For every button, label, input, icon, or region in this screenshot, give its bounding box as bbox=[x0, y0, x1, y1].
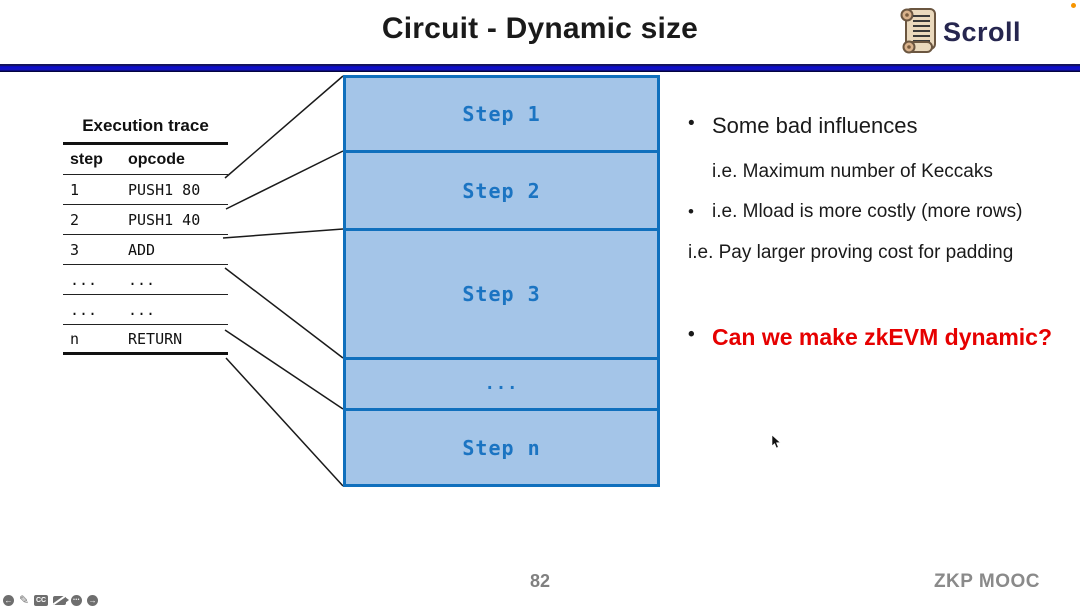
trace-opcode-cell: RETURN bbox=[128, 329, 183, 348]
trace-opcode-cell: ... bbox=[128, 270, 156, 289]
note-mload-costly: • i.e. Mload is more costly (more rows) bbox=[688, 201, 1022, 223]
scroll-logo-text: Scroll bbox=[943, 17, 1022, 47]
execution-trace-title: Execution trace bbox=[63, 110, 228, 145]
trace-opcode-cell: ADD bbox=[128, 240, 156, 259]
connector-line bbox=[225, 357, 344, 487]
note-max-keccaks: i.e. Maximum number of Keccaks bbox=[712, 161, 993, 183]
trace-step-cell: 1 bbox=[70, 180, 80, 199]
draw-icon[interactable]: ✎ bbox=[19, 592, 30, 607]
title-divider-bar bbox=[0, 64, 1080, 72]
note-bad-influences: • Some bad influences bbox=[688, 113, 917, 139]
trace-step-cell: 2 bbox=[70, 210, 80, 229]
trace-step-cell: 3 bbox=[70, 240, 80, 259]
table-row: ... ... bbox=[63, 295, 228, 325]
note-text: i.e. Maximum number of Keccaks bbox=[712, 161, 993, 182]
scroll-logo: Scroll bbox=[897, 6, 1021, 59]
trace-step-cell: ... bbox=[70, 270, 98, 289]
note-text: Some bad influences bbox=[712, 113, 918, 138]
mouse-cursor bbox=[771, 434, 782, 454]
connector-line bbox=[224, 75, 344, 179]
more-icon[interactable]: ••• bbox=[71, 594, 83, 606]
trace-step-cell: n bbox=[70, 329, 80, 348]
slide-title: Circuit - Dynamic size bbox=[381, 12, 699, 45]
player-controls: ← ✎ CC ••• → bbox=[3, 592, 99, 607]
recording-dot bbox=[1071, 3, 1076, 8]
table-row: 1 PUSH1 80 bbox=[63, 175, 228, 205]
trace-opcode-cell: ... bbox=[128, 300, 156, 319]
execution-trace-table: Execution trace step opcode 1 PUSH1 80 2… bbox=[63, 110, 228, 355]
previous-icon[interactable]: ← bbox=[3, 594, 14, 606]
note-text: i.e. Mload is more costly (more rows) bbox=[712, 201, 1023, 222]
trace-col-step: step bbox=[70, 150, 103, 168]
note-padding-cost: i.e. Pay larger proving cost for padding bbox=[688, 242, 1013, 264]
next-icon[interactable]: → bbox=[87, 594, 99, 606]
connector-line bbox=[224, 267, 344, 359]
circuit-step-box-3: Step 3 bbox=[346, 228, 657, 357]
trace-opcode-cell: PUSH1 40 bbox=[128, 210, 201, 229]
camera-off-icon[interactable] bbox=[53, 595, 70, 605]
bullet-dot: • bbox=[688, 324, 695, 345]
course-label: ZKP MOOC bbox=[933, 571, 1040, 592]
note-text: i.e. Pay larger proving cost for padding bbox=[688, 242, 1014, 263]
note-question-text: Can we make zkEVM dynamic? bbox=[712, 324, 1053, 350]
connector-line bbox=[224, 329, 344, 410]
table-row: 3 ADD bbox=[63, 235, 228, 265]
connector-line bbox=[222, 228, 344, 239]
circuit-step-stack: Step 1 Step 2 Step 3 ... Step n bbox=[343, 75, 660, 487]
circuit-step-box-n: Step n bbox=[346, 408, 657, 484]
trace-step-cell: ... bbox=[70, 300, 98, 319]
table-row: ... ... bbox=[63, 265, 228, 295]
bullet-dot: • bbox=[688, 202, 694, 221]
circuit-step-box-2: Step 2 bbox=[346, 150, 657, 228]
note-zkevm-dynamic-question: • Can we make zkEVM dynamic? bbox=[688, 324, 1052, 351]
scroll-parchment-icon bbox=[897, 6, 941, 59]
closed-captions-icon[interactable]: CC bbox=[34, 594, 49, 606]
circuit-step-box-1: Step 1 bbox=[462, 102, 541, 126]
table-row: 2 PUSH1 40 bbox=[63, 205, 228, 235]
trace-opcode-cell: PUSH1 80 bbox=[128, 180, 201, 199]
circuit-step-box-ellipsis: ... bbox=[346, 357, 657, 408]
connector-line bbox=[225, 150, 344, 210]
trace-col-opcode: opcode bbox=[128, 150, 185, 168]
bullet-dot: • bbox=[688, 113, 695, 134]
page-number: 82 bbox=[529, 571, 551, 591]
table-row: n RETURN bbox=[63, 325, 228, 355]
trace-header-row: step opcode bbox=[63, 145, 228, 175]
